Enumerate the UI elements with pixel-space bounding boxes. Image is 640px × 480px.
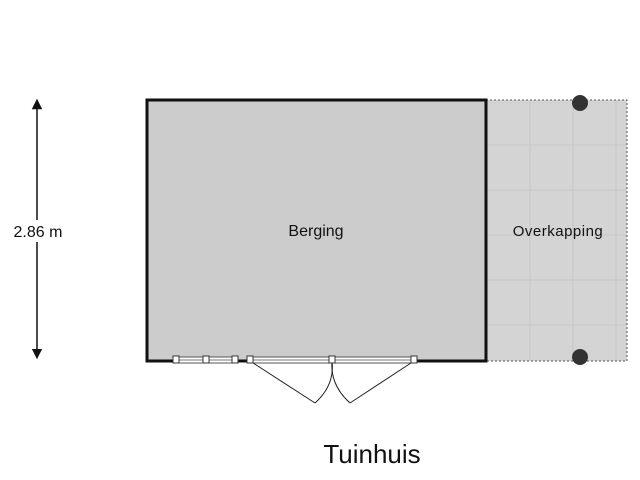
post-top: [572, 95, 588, 111]
dimension-label: 2.86 m: [14, 224, 63, 241]
room-label-berging: Berging: [288, 223, 343, 240]
room-berging: Berging: [145, 98, 488, 363]
window: [172, 355, 239, 364]
floor-tiles: [487, 101, 626, 360]
dimension-height: 2.86 m: [6, 98, 68, 360]
room-overkapping: Overkapping: [485, 95, 628, 365]
room-label-overkapping: Overkapping: [513, 223, 604, 240]
post-bottom: [572, 349, 588, 365]
plan-title: Tuinhuis: [323, 439, 420, 469]
double-door: [246, 355, 418, 404]
